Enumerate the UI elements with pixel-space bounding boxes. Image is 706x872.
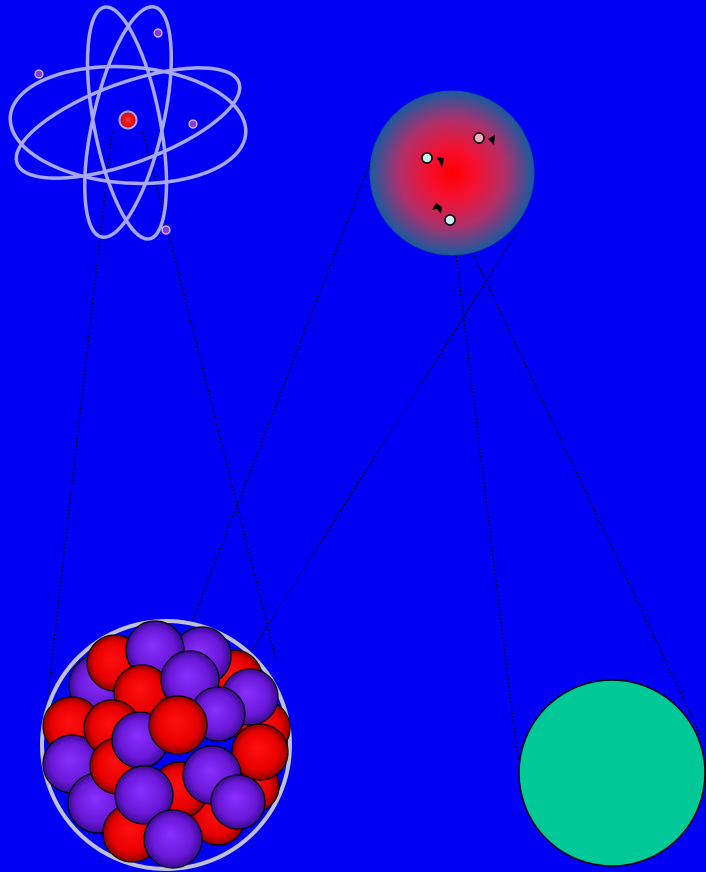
- neutron: [144, 810, 202, 868]
- leader-line-atom-left: [46, 132, 112, 712]
- electron-dot: [35, 70, 43, 78]
- leader-line-quark-right: [456, 218, 702, 738]
- atom-nucleus-dot: [120, 112, 137, 129]
- nucleon-cloud: [370, 91, 534, 255]
- leader-line-cloud-left: [188, 158, 372, 632]
- nucleus-icon: [42, 621, 290, 869]
- leader-line-quark-left: [452, 222, 518, 760]
- atom-icon: [3, 0, 252, 245]
- quark-dot: [445, 215, 455, 225]
- electron-dot: [162, 226, 170, 234]
- zoom-sphere-icon: [519, 680, 705, 866]
- neutron: [211, 775, 265, 829]
- proton: [149, 696, 207, 754]
- nucleon-cloud-icon: [370, 91, 534, 255]
- quark-dot: [474, 133, 484, 143]
- quark-dot: [422, 153, 432, 163]
- electron-dot: [189, 120, 197, 128]
- electron-dot: [154, 29, 162, 37]
